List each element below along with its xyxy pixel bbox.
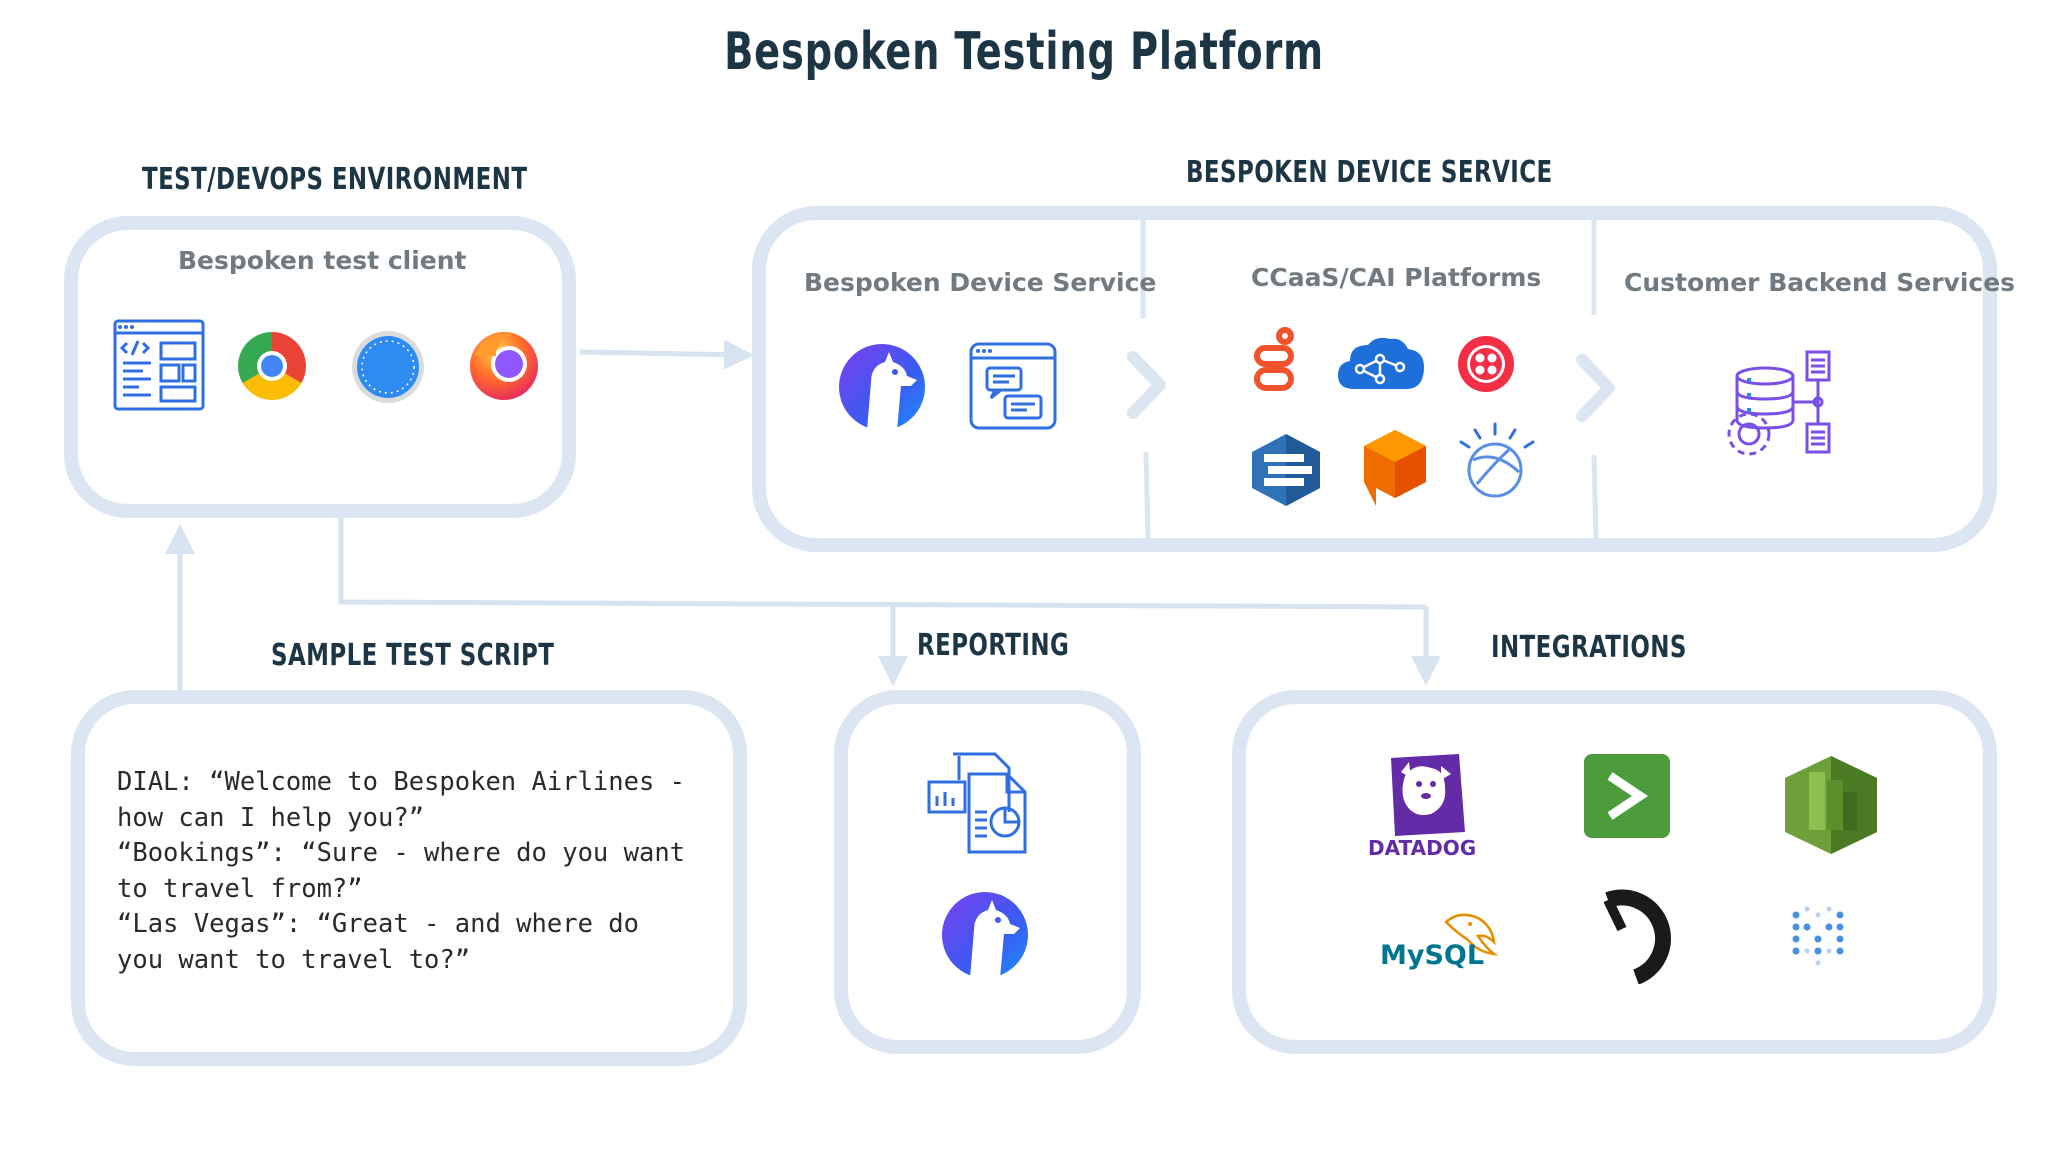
- reporting-heading: REPORTING: [917, 628, 1070, 663]
- twilio-icon: [1458, 336, 1514, 392]
- devops-heading: TEST/DEVOPS ENVIRONMENT: [142, 162, 528, 197]
- chevron-right-icon: [1576, 354, 1615, 422]
- integrations-heading: INTEGRATIONS: [1491, 630, 1687, 665]
- page-title: Bespoken Testing Platform: [724, 22, 1324, 82]
- device-service-col-label: Bespoken Device Service: [804, 268, 1157, 297]
- platforms-col-label: CCaaS/CAI Platforms: [1251, 263, 1542, 292]
- device-service-heading: BESPOKEN DEVICE SERVICE: [1186, 155, 1553, 190]
- mysql-label: MySQL: [1380, 940, 1485, 971]
- dialogflow-icon: [1364, 430, 1426, 506]
- amazon-lex-icon: [1252, 434, 1320, 506]
- script-box: [71, 690, 747, 1066]
- arrow-client-to-device: [579, 339, 754, 370]
- reporting-box: [834, 690, 1141, 1054]
- firefox-icon: [470, 332, 538, 400]
- genesys-icon: [1254, 327, 1294, 391]
- chrome-icon: [238, 332, 306, 400]
- integrations-box: [1232, 690, 1997, 1054]
- circle-logo-icon: [1603, 889, 1671, 984]
- safari-icon: [352, 331, 424, 403]
- script-line: DIAL: “Welcome to Bespoken Airlines -: [117, 767, 686, 797]
- script-line: “Las Vegas”: “Great - and where do: [117, 909, 639, 939]
- powershell-icon: [1584, 754, 1670, 838]
- report-document-icon: [927, 752, 1027, 854]
- backend-col-label: Customer Backend Services: [1624, 268, 2016, 297]
- script-text: DIAL: “Welcome to Bespoken Airlines - how…: [117, 765, 685, 978]
- dotted-m-icon: [1792, 906, 1844, 966]
- datadog-icon: [1391, 754, 1465, 836]
- mysql-icon: [1444, 913, 1499, 956]
- script-line: to travel from?”: [117, 873, 363, 904]
- aws-cloudwatch-icon: [1785, 756, 1877, 854]
- bespoken-llama-icon: [942, 892, 1028, 978]
- ai-cloud-brain-icon: [1338, 337, 1424, 389]
- database-gear-icon: [1727, 350, 1831, 456]
- datadog-label: DATADOG: [1368, 836, 1477, 860]
- ibm-watson-icon: [1459, 422, 1535, 498]
- connector-client-bottom: [338, 515, 1427, 610]
- code-window-icon: [113, 319, 205, 411]
- client-label: Bespoken test client: [178, 246, 467, 275]
- chat-window-icon: [969, 342, 1057, 430]
- script-line: how can I help you?”: [117, 802, 425, 833]
- script-line: you want to travel to?”: [117, 944, 471, 975]
- script-line: “Bookings”: “Sure - where do you want: [117, 838, 686, 868]
- script-heading: SAMPLE TEST SCRIPT: [271, 638, 555, 673]
- chevron-right-icon: [1127, 351, 1166, 419]
- bespoken-llama-icon: [839, 344, 925, 430]
